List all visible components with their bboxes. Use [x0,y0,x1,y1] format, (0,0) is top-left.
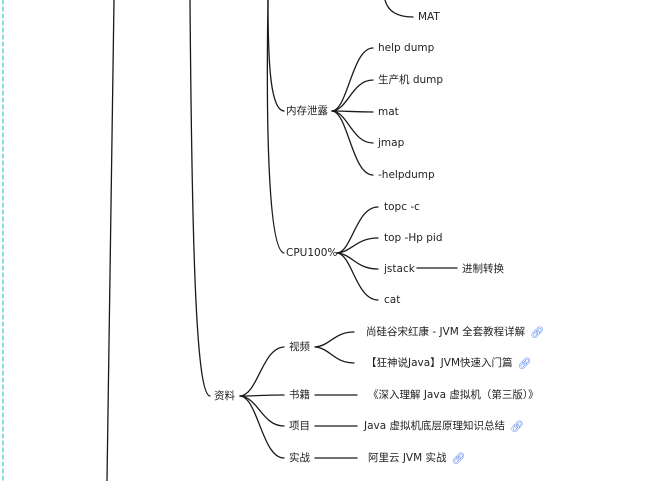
node-jmap[interactable]: jmap [378,137,405,149]
video-branch-1 [314,331,355,348]
resources-connector [189,0,211,397]
node-prod-dump[interactable]: 生产机 dump [378,74,444,86]
video-branch-2 [314,346,355,364]
link-icon[interactable]: 🔗︎ [517,356,532,370]
node-book-item[interactable]: 《深入理解 Java 虚拟机（第三版）》 [368,389,539,401]
cpu-branch-top-hp [336,237,379,254]
node-top-hp-pid[interactable]: top -Hp pid [384,232,443,244]
mem-branch-prod-dump [331,79,374,112]
res-branch-books [239,394,285,397]
mem-branch-mat [331,110,374,113]
node-video-1[interactable]: 尚硅谷宋红康 - JVM 全套教程详解 🔗︎ [366,325,544,339]
node-cpu100[interactable]: CPU100% [286,247,338,259]
link-icon[interactable]: 🔗︎ [510,419,524,433]
node-resources[interactable]: 资料 [214,390,235,402]
mem-branch-helpdump [331,110,374,176]
link-icon[interactable]: 🔗︎ [451,451,466,465]
node-mat-top[interactable]: MAT [418,11,440,23]
root-trunk-line [106,0,115,481]
node-project-item[interactable]: Java 虚拟机底层原理知识总结 🔗︎ [364,419,524,433]
node-mat[interactable]: mat [378,106,399,118]
node-video-2[interactable]: 【狂神说Java】JVM快速入门篇 🔗︎ [366,356,532,370]
node-cat[interactable]: cat [384,294,401,306]
node-practice-item-label: 阿里云 JVM 实战 [368,452,447,464]
node-video-2-label: 【狂神说Java】JVM快速入门篇 [366,357,513,369]
res-branch-video [239,346,285,397]
node-project-item-label: Java 虚拟机底层原理知识总结 [364,420,506,432]
node-books[interactable]: 书籍 [289,389,310,401]
cpu-branch-cat [336,252,379,301]
node-practice-item[interactable]: 阿里云 JVM 实战 🔗︎ [368,451,465,465]
node-topc[interactable]: topc -c [384,201,420,213]
cpu-branch-topc [336,206,379,254]
mem-branch-help-dump [331,47,374,112]
node-project[interactable]: 项目 [289,420,310,432]
memory-leak-connector [267,0,285,112]
link-icon[interactable]: 🔗︎ [530,325,545,339]
node-radix-conversion[interactable]: 进制转换 [462,263,504,275]
node-memory-leak[interactable]: 内存泄露 [286,105,328,117]
node-help-dump[interactable]: help dump [378,42,435,54]
node-jstack[interactable]: jstack [384,263,415,275]
node-practice[interactable]: 实战 [289,452,310,464]
node-helpdump[interactable]: -helpdump [378,169,435,181]
node-video[interactable]: 视频 [289,341,310,353]
res-branch-project [239,395,285,427]
mat-connector [384,0,414,18]
res-branch-practice [239,395,285,459]
cpu-connector [266,0,285,254]
node-video-1-label: 尚硅谷宋红康 - JVM 全套教程详解 [366,326,526,338]
